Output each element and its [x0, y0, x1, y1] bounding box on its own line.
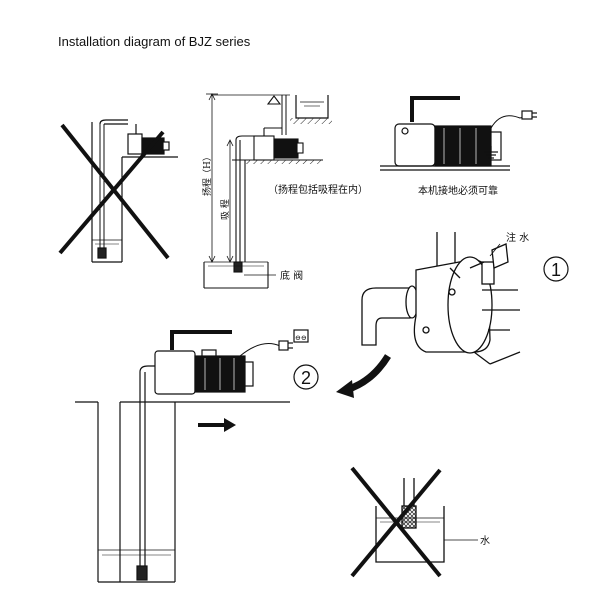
plug-icon — [521, 110, 537, 120]
panel-install-step-2 — [75, 329, 309, 583]
plug-icon — [278, 340, 293, 351]
water-tank-icon — [290, 95, 332, 124]
head-note-label: （扬程包括吸程在内） — [268, 183, 368, 196]
panel-correct-install — [203, 93, 332, 289]
grounding-label: 本机接地必须可靠 — [418, 184, 498, 197]
cross-icon — [350, 466, 442, 578]
suction-label: 吸 程 — [220, 199, 231, 220]
svg-text:1: 1 — [551, 260, 561, 280]
diagram-title: Installation diagram of BJZ series — [58, 34, 251, 49]
curved-arrow-icon — [336, 354, 391, 398]
pump-icon — [253, 127, 304, 161]
step-2-marker: 2 — [293, 364, 319, 390]
arrow-right-icon — [198, 418, 236, 432]
svg-text:2: 2 — [301, 368, 311, 388]
socket-icon — [293, 329, 309, 343]
panel-priming — [361, 232, 521, 365]
foot-valve-label: 底 阀 — [280, 269, 303, 282]
step-1-marker: 1 — [543, 256, 569, 282]
panel-grounding — [380, 96, 537, 171]
prime-water-label: 注 水 — [506, 231, 529, 244]
panel-wrong-install-well — [58, 119, 178, 263]
cross-icon — [58, 123, 170, 260]
panel-wrong-container — [350, 466, 478, 578]
total-head-label: 扬程（H） — [201, 152, 213, 196]
funnel-icon — [491, 243, 509, 269]
water-label: 水 — [480, 535, 490, 547]
ground-symbol-icon — [484, 146, 498, 159]
socket-symbol: ⊖⊖ — [295, 334, 307, 342]
water-level-symbol — [266, 95, 282, 105]
